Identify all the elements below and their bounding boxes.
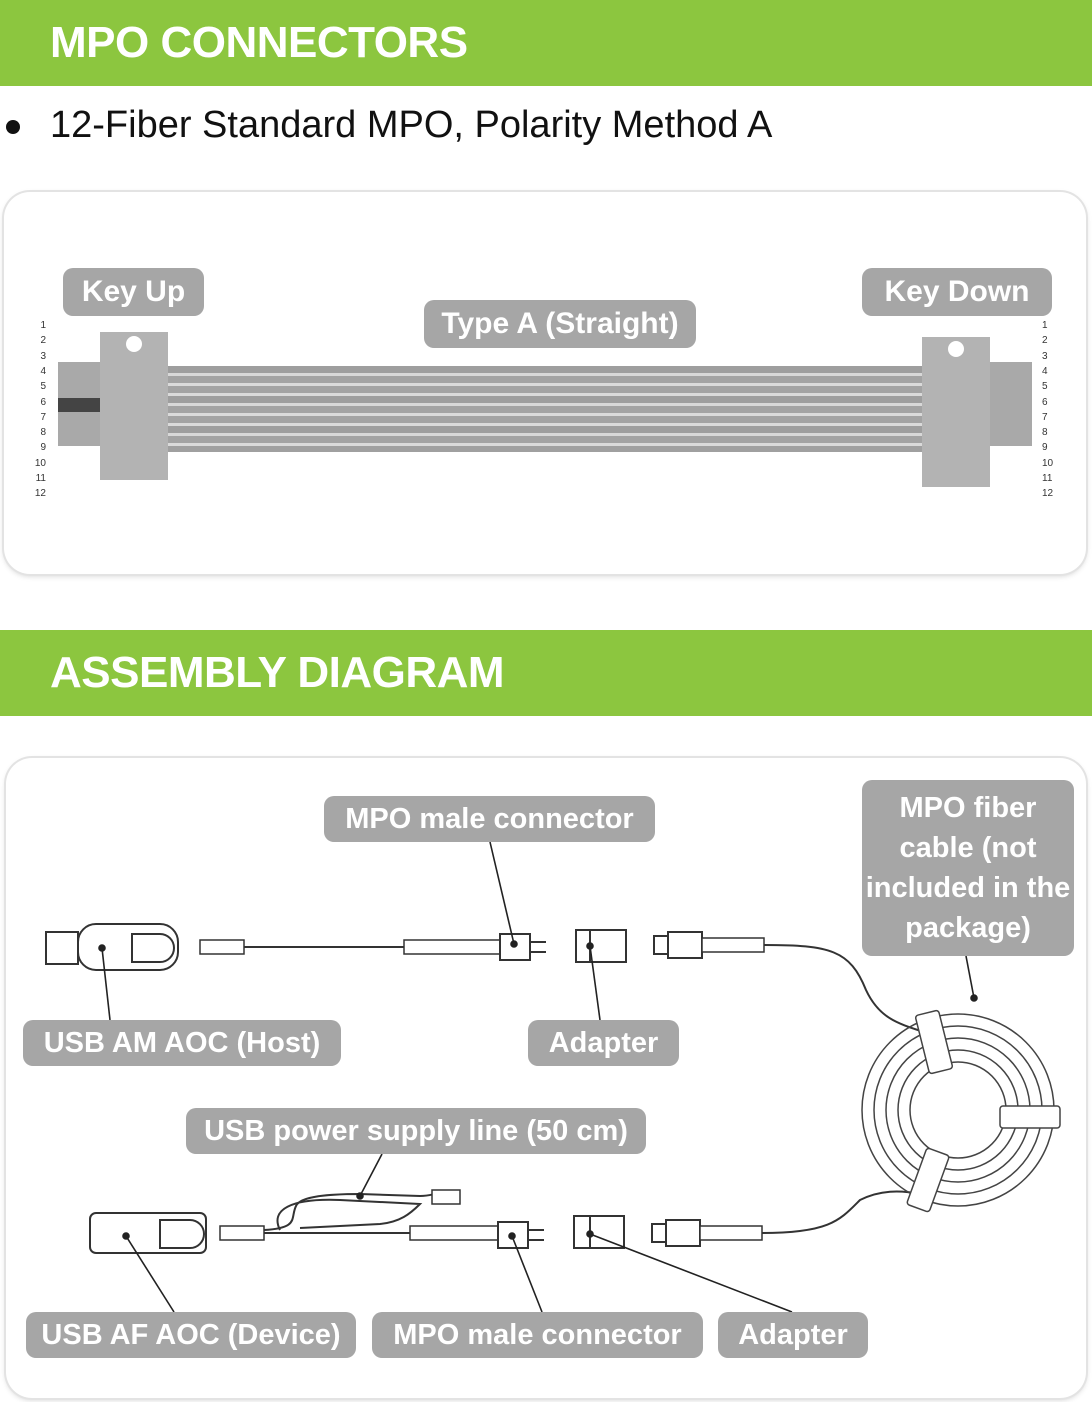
- pin-number-left: 5: [40, 381, 46, 393]
- pin-number-left: 8: [40, 427, 46, 439]
- pin-number-left: 6: [40, 396, 46, 408]
- type-a-label: Type A (Straight): [424, 300, 696, 348]
- right-connector-ferrule: [988, 362, 1032, 446]
- usb-am-strain-relief: [199, 939, 245, 955]
- mpo-connectors-title: MPO CONNECTORS: [50, 18, 468, 67]
- pin-number-right: 11: [1042, 473, 1053, 484]
- pin-number-right: 1: [1042, 320, 1048, 331]
- coil-ties: [906, 1009, 1061, 1213]
- pin-number-left: 4: [40, 365, 46, 377]
- pin-number-right: 9: [1042, 442, 1048, 454]
- usb-power-plug: [431, 1189, 461, 1205]
- pin-number-left: 11: [35, 473, 46, 484]
- pin-number-right: 6: [1042, 396, 1048, 408]
- right-connector-housing: [922, 337, 990, 487]
- left-connector-housing: [100, 332, 168, 480]
- mpo-connectors-banner: MPO CONNECTORS: [0, 0, 1092, 86]
- key-down-label: Key Down: [862, 268, 1052, 316]
- right-key-dot: [948, 341, 964, 357]
- polarity-diagram: [58, 332, 1032, 487]
- usb-power-supply-label: USB power supply line (50 cm): [186, 1108, 646, 1154]
- pin-number-right: 4: [1042, 365, 1048, 377]
- bullet-text: 12-Fiber Standard MPO, Polarity Method A: [50, 104, 773, 146]
- usb-af-strain-relief: [219, 1225, 265, 1241]
- pin-number-left: 3: [40, 350, 46, 362]
- bottom-fiber-connector-tip: [651, 1223, 667, 1243]
- adapter-bottom-label: Adapter: [718, 1312, 868, 1358]
- usb-am-grip: [131, 933, 175, 963]
- top-fiber-connector-body: [667, 931, 703, 959]
- bullet-dot-icon: [6, 120, 20, 134]
- pin-number-right: 8: [1042, 427, 1048, 439]
- pin-number-left: 9: [40, 442, 46, 454]
- top-adapter-body: [575, 929, 627, 963]
- mpo-male-connector-bottom-label: MPO male connector: [372, 1312, 703, 1358]
- pin-number-right: 2: [1042, 335, 1048, 347]
- adapter-top-label: Adapter: [528, 1020, 679, 1066]
- usb-am-plug-tip: [45, 931, 79, 965]
- assembly-diagram-title: ASSEMBLY DIAGRAM: [50, 648, 505, 697]
- bottom-fiber-connector-body: [665, 1219, 701, 1247]
- pin-number-left: 12: [34, 488, 46, 500]
- top-cable-boot: [403, 939, 505, 955]
- usb-am-aoc-label: USB AM AOC (Host): [23, 1020, 341, 1066]
- bottom-cable-boot: [409, 1225, 499, 1241]
- bottom-fiber-connector-boot: [699, 1225, 763, 1241]
- left-key-dot: [126, 336, 142, 352]
- pin-number-left: 2: [40, 335, 46, 347]
- fiber-lanes: [168, 366, 922, 452]
- left-connector-key: [58, 398, 100, 412]
- top-fiber-cable: [763, 944, 931, 1035]
- pin-number-right: 12: [1042, 488, 1054, 500]
- key-up-label: Key Up: [63, 268, 204, 316]
- assembly-diagram-banner: ASSEMBLY DIAGRAM: [0, 630, 1092, 716]
- pin-number-right: 5: [1042, 381, 1048, 393]
- bottom-fiber-cable: [761, 1190, 921, 1234]
- usb-af-grip: [159, 1219, 205, 1249]
- pin-number-right: 3: [1042, 350, 1048, 362]
- pin-number-left: 10: [34, 457, 46, 469]
- bullet-item: 12-Fiber Standard MPO, Polarity Method A: [0, 100, 900, 156]
- pin-number-right: 10: [1042, 457, 1054, 469]
- pin-number-left: 7: [40, 411, 46, 423]
- pin-number-right: 7: [1042, 411, 1048, 423]
- top-fiber-connector-tip: [653, 935, 669, 955]
- usb-power-loop: [276, 1198, 423, 1231]
- top-fiber-connector-boot: [701, 937, 765, 953]
- usb-af-aoc-label: USB AF AOC (Device): [26, 1312, 356, 1358]
- pin-number-left: 1: [40, 320, 46, 331]
- mpo-fiber-cable-label: MPO fiber cable (not included in the pac…: [862, 780, 1074, 956]
- bottom-adapter-body: [573, 1215, 625, 1249]
- mpo-male-connector-top-label: MPO male connector: [324, 796, 655, 842]
